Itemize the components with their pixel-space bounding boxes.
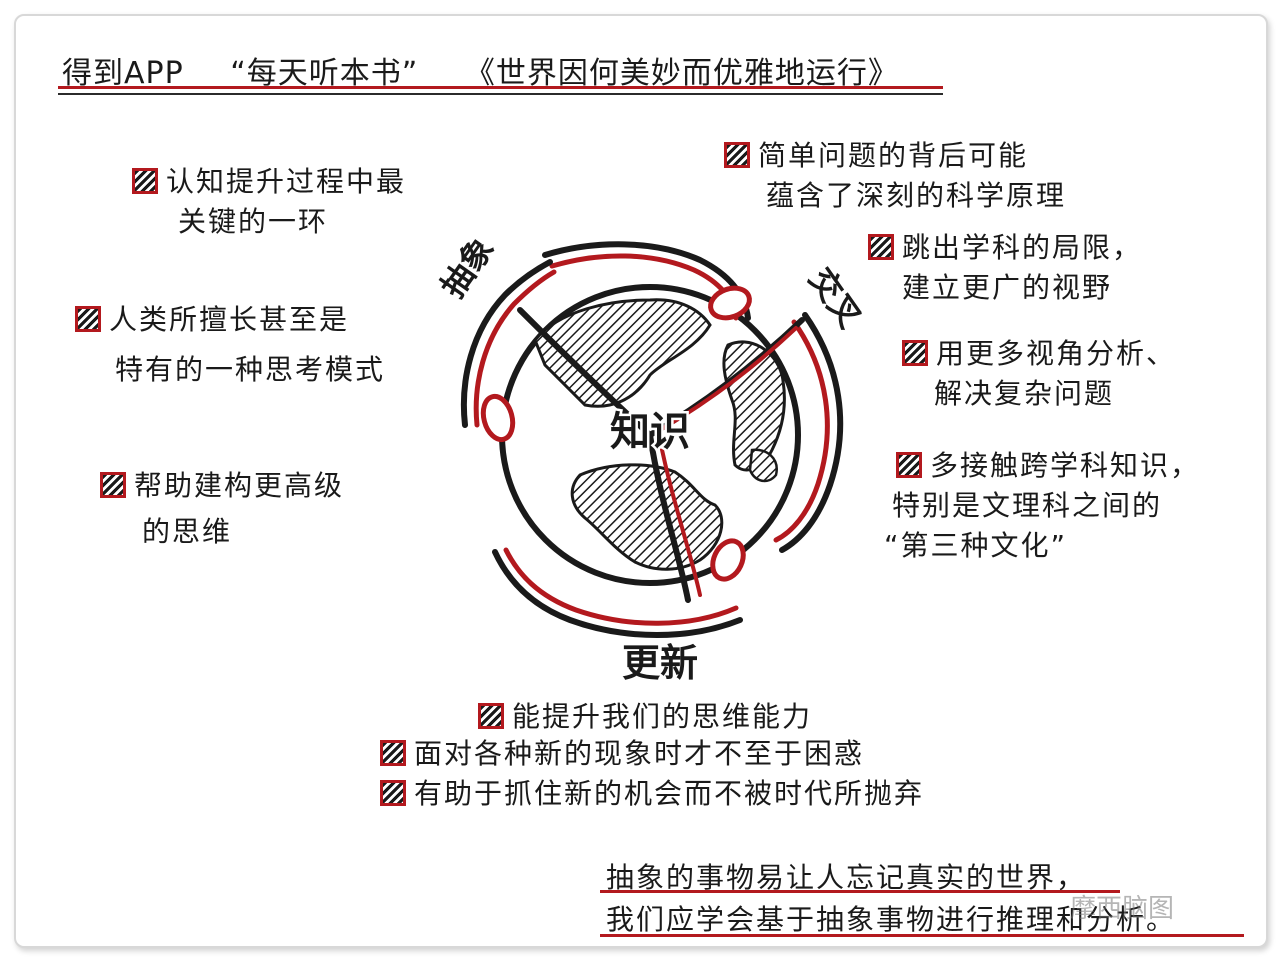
bullet-icon: [902, 340, 928, 366]
bullet-icon: [724, 142, 750, 168]
label-abstract: 抽象: [433, 230, 501, 304]
bullet-icon: [896, 452, 922, 478]
knowledge-globe-diagram: 知识 抽象 交叉 更新: [433, 230, 869, 680]
footer-line-1: 抽象的事物易让人忘记真实的世界，: [606, 861, 1087, 894]
watermark: 摩西脑图: [1070, 894, 1175, 924]
bullet-icon: [380, 780, 406, 806]
bullet-icon: [380, 740, 406, 766]
header-series: “每天听本书”: [230, 56, 419, 91]
header-underline-red: [58, 86, 943, 89]
center-title: 知识: [610, 409, 690, 455]
red-oval-left: [480, 393, 516, 443]
bullet-icon: [868, 234, 894, 260]
bullet-icon: [75, 306, 101, 332]
header-underline-black: [58, 93, 943, 95]
header-title: 得到APP “每天听本书” 《世界因何美妙而优雅地运行》: [62, 48, 935, 92]
red-oval-top: [708, 285, 752, 321]
footer-line-2: 我们应学会基于抽象事物进行推理和分析。: [606, 903, 1177, 936]
left-note-3: 帮助建构更高级 的思维: [100, 466, 344, 552]
footer-underline-1: [600, 890, 1120, 893]
right-note-4: 多接触跨学科知识， 特别是文理科之间的 “第三种文化”: [884, 449, 1201, 562]
right-note-3: 用更多视角分析、 解决复杂问题: [902, 334, 1176, 414]
header-app: 得到APP: [62, 56, 184, 91]
footer-underline-2: [600, 934, 1244, 937]
bullet-icon: [478, 703, 504, 729]
header-book: 《世界因何美妙而优雅地运行》: [464, 56, 899, 91]
bottom-note-1: 能提升我们的思维能力: [478, 697, 812, 737]
bottom-note-3: 有助于抓住新的机会而不被时代所抛弃: [380, 774, 924, 814]
right-note-1: 简单问题的背后可能 蕴含了深刻的科学原理: [724, 136, 1066, 216]
left-note-1: 认知提升过程中最 关键的一环: [132, 162, 406, 242]
right-note-2: 跳出学科的局限， 建立更广的视野: [868, 228, 1142, 308]
bullet-icon: [132, 168, 158, 194]
bullet-icon: [100, 472, 126, 498]
swirl-arms: [460, 241, 844, 638]
label-update: 更新: [622, 641, 698, 680]
left-note-2: 人类所擅长甚至是 特有的一种思考模式: [75, 300, 385, 390]
red-oval-bottom: [710, 538, 746, 582]
bottom-note-2: 面对各种新的现象时才不至于困惑: [380, 734, 864, 774]
